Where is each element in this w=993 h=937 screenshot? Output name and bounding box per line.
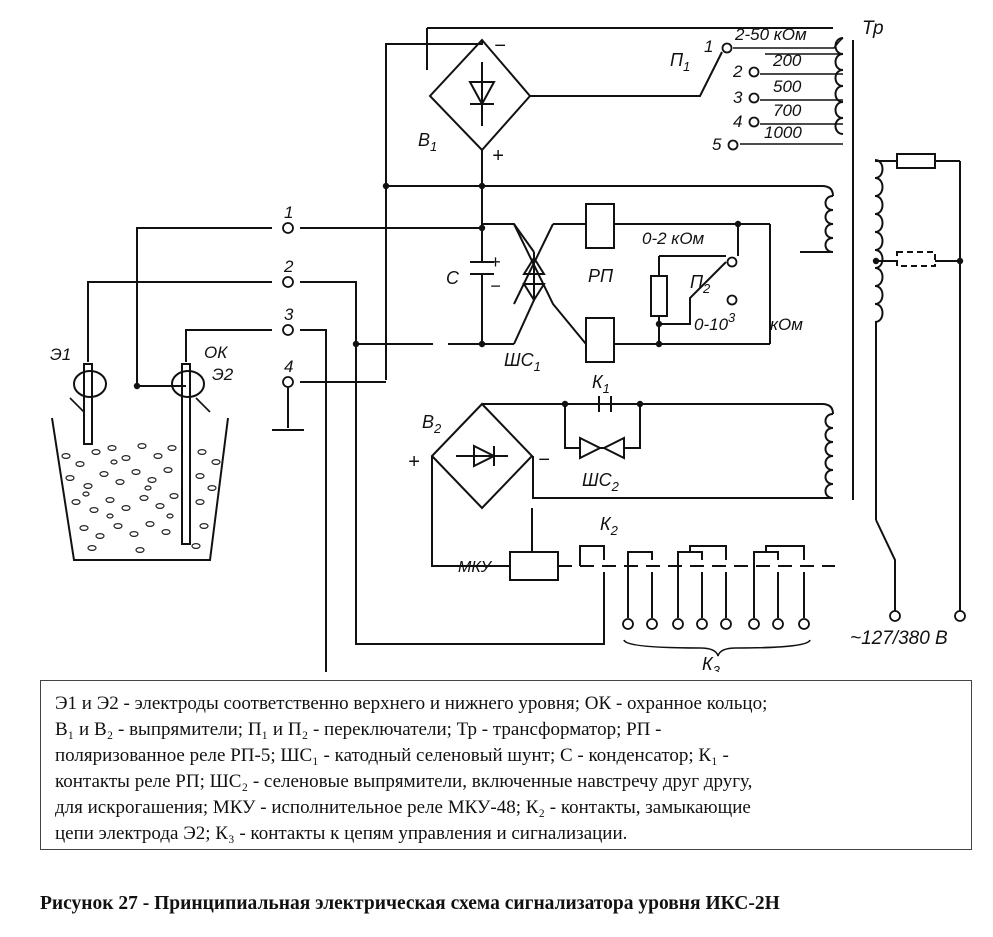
p2-resistor <box>650 275 668 317</box>
p1-pos-4-value: 700 <box>773 101 802 120</box>
shunt-sc2-diode-right <box>601 436 625 460</box>
label-shunt-sc2: ШС2 <box>582 470 620 494</box>
p1-pos-2-value: 200 <box>772 51 802 70</box>
electrode-e2 <box>181 363 191 545</box>
p1-contact-5 <box>727 139 739 151</box>
figure-title: Рисунок 27 - Принципиальная электрическа… <box>40 893 780 914</box>
label-b2-plus: + <box>408 451 420 473</box>
transformer-secondary-winding-1 <box>824 195 834 253</box>
label-terminal-1: 1 <box>284 203 293 222</box>
supply-line-left <box>875 519 896 612</box>
label-terminal-4: 4 <box>284 357 293 376</box>
label-contact-k2: К2 <box>600 514 619 538</box>
relay-mku <box>509 551 559 581</box>
p1-pos-1-num: 1 <box>704 37 713 56</box>
caption-line-2: В₁ и В₂ - выпрямители; П₁ и П₂ - переклю… <box>55 719 662 740</box>
label-transformer: Тр <box>862 18 884 39</box>
relay-rp-coil-top <box>585 203 615 249</box>
p1-pos-2-num: 2 <box>732 62 743 81</box>
guard-ring <box>171 370 205 398</box>
label-shunt-sc1: ШС1 <box>504 350 541 374</box>
vessel-contents <box>61 443 221 553</box>
supply-terminal-right <box>954 610 966 622</box>
p1-pos-4-num: 4 <box>733 112 742 131</box>
label-range-kohm: кОм <box>770 315 803 334</box>
p1-contact-2 <box>748 66 760 78</box>
terminal-4 <box>282 376 294 388</box>
fuse-alt <box>896 251 936 267</box>
contact-k2 <box>579 545 605 566</box>
label-range-02: 0-2 кОм <box>642 229 705 248</box>
label-capacitor: С <box>446 268 460 288</box>
p1-pos-5-num: 5 <box>712 135 722 154</box>
label-terminal-2: 2 <box>283 257 294 276</box>
transformer-secondary-winding-2 <box>824 413 834 499</box>
label-relay-mku: МКУ <box>458 559 493 576</box>
transformer-p1-winding <box>834 37 844 135</box>
k3-brace <box>623 639 811 657</box>
label-guard-ring: ОК <box>204 343 228 362</box>
relay-rp-coil-bottom <box>585 317 615 363</box>
shunt-sc1-diode-bottom <box>522 283 546 302</box>
terminal-1 <box>282 222 294 234</box>
label-electrode-e2: Э2 <box>212 365 234 384</box>
rectifier-b1-bridge <box>428 38 532 152</box>
caption-line-5: для искрогашения; МКУ - исполнительное р… <box>55 797 751 818</box>
electrode-e1-ring <box>73 370 107 398</box>
p2-switch-arm <box>659 261 727 325</box>
label-electrode-e1: Э1 <box>50 345 71 364</box>
label-rectifier-b1: B1 <box>418 130 437 154</box>
figure-caption: Э1 и Э2 - электроды соответственно верхн… <box>40 680 972 850</box>
caption-line-1: Э1 и Э2 - электроды соответственно верхн… <box>55 693 768 714</box>
caption-line-6: цепи электрода Э2; К₃ - контакты к цепям… <box>55 823 628 844</box>
transformer-primary-winding <box>874 159 884 323</box>
label-capacitor-minus: − <box>490 276 501 296</box>
label-b2-minus: − <box>538 449 550 471</box>
label-terminal-3: 3 <box>284 305 294 324</box>
label-range-0103: 0-103 <box>694 310 736 334</box>
caption-line-4: контакты реле РП; ШС₂ - селеновые выпрям… <box>55 771 753 792</box>
caption-line-3: поляризованное реле РП-5; ШС₁ - катодный… <box>55 745 729 766</box>
p1-pos-3-value: 500 <box>773 77 802 96</box>
supply-terminal-left <box>889 610 901 622</box>
p1-contact-4 <box>748 116 760 128</box>
label-b1-minus: − <box>494 35 506 57</box>
fuse <box>896 153 936 169</box>
p1-pos-1-value: 2-50 кОм <box>734 25 807 44</box>
p1-switch-arm <box>530 51 723 97</box>
terminal-2 <box>282 276 294 288</box>
label-contact-k3: К3 <box>702 654 721 672</box>
label-switch-p1: П1 <box>670 50 690 74</box>
rectifier-b2-bridge <box>430 402 534 510</box>
label-b1-plus: + <box>492 145 504 167</box>
p1-contact-3 <box>748 92 760 104</box>
electrode-e1 <box>83 363 93 445</box>
label-capacitor-plus: + <box>490 252 501 272</box>
label-relay-rp: РП <box>588 266 614 286</box>
label-contact-k1: К1 <box>592 372 610 396</box>
label-rectifier-b2: B2 <box>422 412 442 436</box>
contacts-k3 <box>627 545 805 618</box>
label-supply: ~127/380 В <box>850 628 948 649</box>
label-switch-p2: П2 <box>690 272 711 296</box>
circuit-diagram: Тр П1 1 2-50 кОм 2 200 3 500 4 700 5 100… <box>50 18 966 672</box>
p1-pos-3-num: 3 <box>733 88 743 107</box>
shunt-sc1-diode-top <box>522 256 546 275</box>
shunt-sc2-diode-left <box>579 436 603 460</box>
vessel <box>51 417 229 561</box>
p1-pos-5-value: 1000 <box>764 123 802 142</box>
p1-contact-1 <box>721 42 733 54</box>
terminal-3 <box>282 324 294 336</box>
